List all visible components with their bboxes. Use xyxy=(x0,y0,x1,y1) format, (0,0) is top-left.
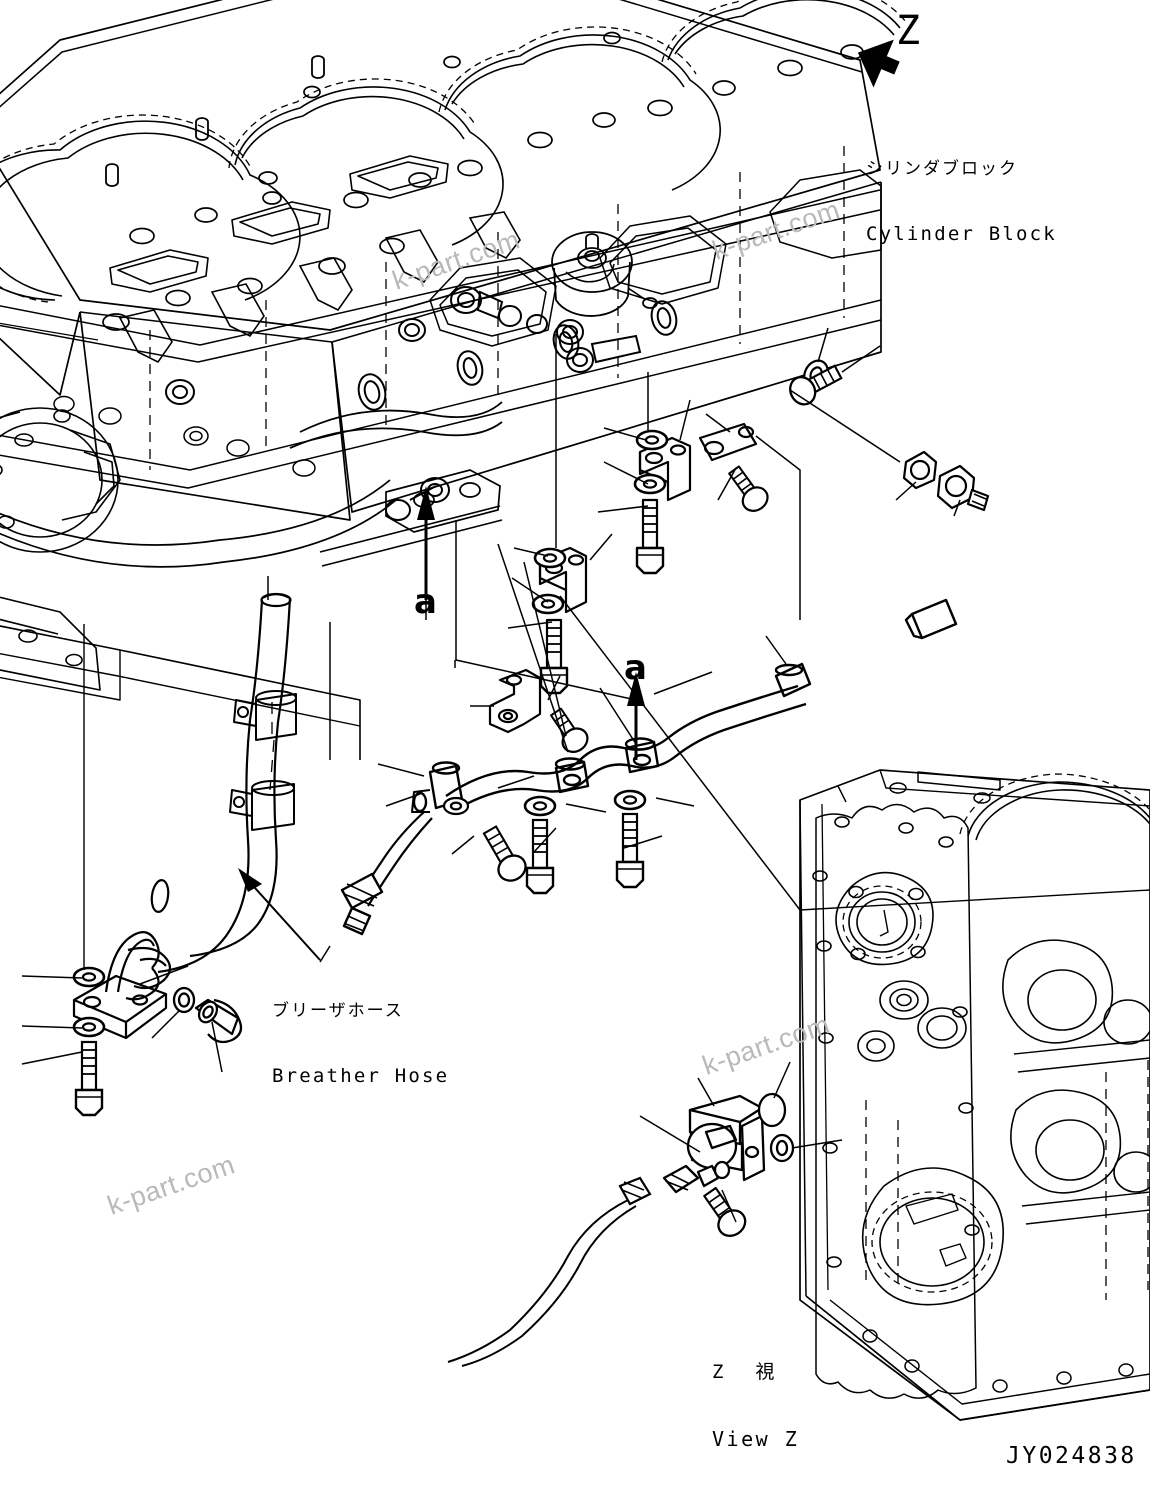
view-z-block xyxy=(799,769,1150,1421)
leader-lines xyxy=(21,327,1150,1223)
section-arrow-a-upper xyxy=(417,486,435,600)
fastener-group-upper-right xyxy=(789,359,843,406)
branch-tube-with-connector xyxy=(340,811,433,936)
sensor-switch-assembly xyxy=(662,1092,795,1237)
elbow-fitting-assembly xyxy=(902,450,990,512)
fastener-group-upper-center xyxy=(531,546,588,695)
section-mark-a-lower: a xyxy=(624,648,647,688)
sleeve-plug-parts xyxy=(172,986,243,1044)
breather-hose-label-jp: ブリーザホース xyxy=(272,1000,404,1021)
cylinder-block-label-jp: シリンダブロック xyxy=(866,158,1018,179)
fastener-group-lower-left xyxy=(72,966,106,1117)
breather-canister-assembly xyxy=(551,231,658,317)
bracket-lower-center xyxy=(488,668,589,753)
view-z-direction-arrow xyxy=(857,39,905,88)
fuel-line-components xyxy=(0,211,642,568)
tube-assembly xyxy=(411,598,958,814)
view-z-label: Z 視 View Z xyxy=(712,1318,799,1491)
fastener-group-bracket-right xyxy=(633,422,769,575)
breather-hose-leader-arrow xyxy=(238,868,321,961)
wire-harness xyxy=(447,1176,652,1367)
drawing-number: JY024838 xyxy=(1006,1443,1137,1469)
section-mark-a-upper: a xyxy=(414,582,437,622)
view-z-label-jp: Z 視 xyxy=(712,1360,778,1383)
breather-hose-label-en: Breather Hose xyxy=(272,1064,450,1087)
view-z-label-en: View Z xyxy=(712,1426,800,1451)
cylinder-block-label-en: Cylinder Block xyxy=(866,222,1057,245)
view-z-mark: Z xyxy=(896,8,921,54)
cylinder-block-label: シリンダブロック Cylinder Block xyxy=(866,118,1057,287)
section-arrow-a-lower xyxy=(627,672,645,760)
fastener-group-under-tube xyxy=(442,789,647,895)
breather-hose xyxy=(150,592,297,974)
cylinder-block-main xyxy=(0,0,907,760)
breather-hose-label: ブリーザホース Breather Hose xyxy=(272,960,449,1129)
